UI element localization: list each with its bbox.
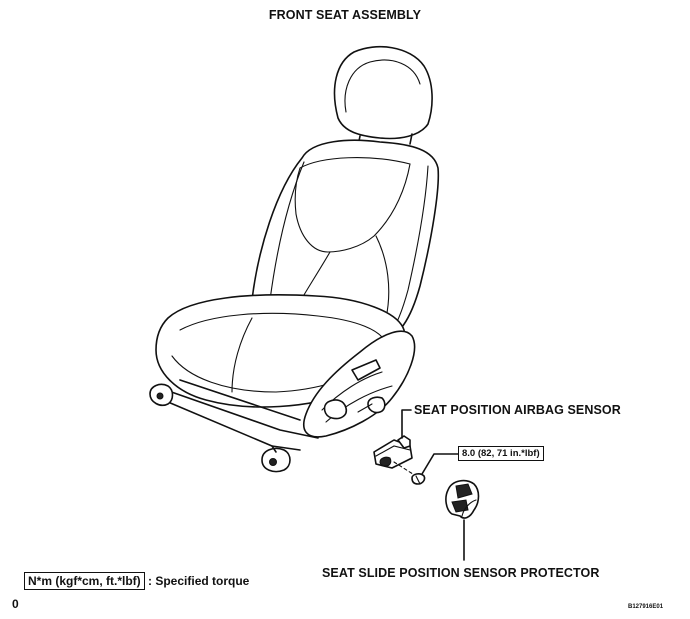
- seat-rails: [149, 379, 386, 473]
- airbag-leader: [401, 409, 412, 439]
- torque-legend: N*m (kgf*cm, ft.*lbf) : Specified torque: [24, 572, 249, 590]
- protector-part: [445, 479, 480, 519]
- headrest: [333, 46, 433, 147]
- airbag-sensor-part: [373, 435, 413, 469]
- bolt-part: [393, 461, 426, 485]
- airbag-sensor-label: SEAT POSITION AIRBAG SENSOR: [414, 403, 621, 417]
- diagram-title: FRONT SEAT ASSEMBLY: [268, 8, 422, 22]
- torque-spec-box: 8.0 (82, 71 in.*lbf): [458, 446, 544, 461]
- legend-text: : Specified torque: [148, 574, 250, 588]
- protector-label: SEAT SLIDE POSITION SENSOR PROTECTOR: [322, 566, 600, 580]
- legend-unit-box: N*m (kgf*cm, ft.*lbf): [24, 572, 145, 590]
- side-shield: [302, 330, 416, 438]
- figure-code: B127916E01: [628, 604, 664, 610]
- corner-marker: 0: [12, 597, 19, 611]
- torque-leader: [421, 453, 459, 475]
